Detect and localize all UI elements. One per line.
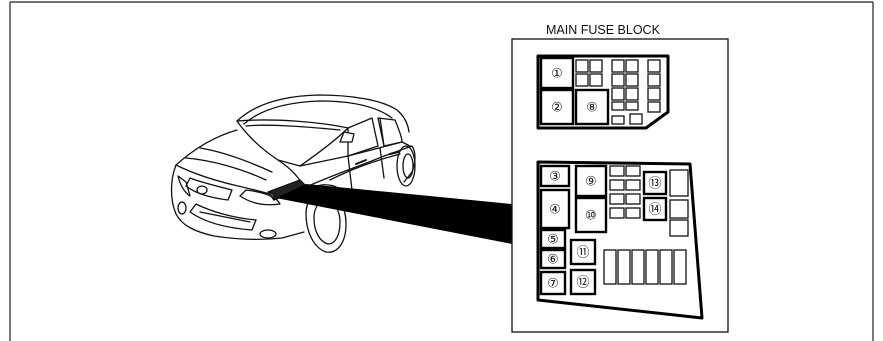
lower-small-fuses xyxy=(603,165,689,285)
fuse-14-box xyxy=(642,196,668,222)
fuse-block-outline xyxy=(536,54,704,320)
car-rear-wheel xyxy=(396,145,416,187)
fuse-9-box xyxy=(574,164,608,198)
fuse-4-label: ④ xyxy=(549,203,561,218)
fuse-3-box xyxy=(539,164,571,188)
fuse-12-box xyxy=(569,268,597,296)
car-headlight-right xyxy=(239,189,281,206)
fuse-10: ⑩ xyxy=(574,196,608,234)
fuse-12-label: ⑫ xyxy=(576,276,589,291)
fuse-7-label: ⑦ xyxy=(547,277,559,292)
fuse-4-box xyxy=(539,188,571,230)
car-front-bumper xyxy=(170,164,305,240)
fuse-7: ⑦ xyxy=(539,270,567,296)
fuse-13-box xyxy=(642,170,668,196)
fuse-9: ⑨ xyxy=(574,164,608,198)
fuse-11-box xyxy=(569,238,597,266)
fuse-8: ⑧ xyxy=(574,88,610,126)
car-grille xyxy=(185,177,233,201)
fuse-10-box xyxy=(574,196,608,234)
car-roof xyxy=(236,94,410,133)
upper-small-fuses xyxy=(575,59,661,125)
fuse-14: ⑭ xyxy=(642,196,668,222)
fuse-14-label: ⑭ xyxy=(648,203,661,218)
car-headlight-left xyxy=(177,175,191,197)
diagram-title: MAIN FUSE BLOCK xyxy=(546,23,661,37)
fuse-13-label: ⑬ xyxy=(648,177,661,192)
fuse-2: ② xyxy=(539,88,575,126)
car-side-window xyxy=(347,117,379,157)
car-windshield xyxy=(236,119,349,167)
fuse-11-label: ⑪ xyxy=(576,246,589,261)
fuse-1: ① xyxy=(539,56,575,90)
outer-frame xyxy=(9,1,874,341)
car-logo xyxy=(196,185,208,195)
fuse-9-label: ⑨ xyxy=(585,175,597,190)
fuse-12: ⑫ xyxy=(569,268,597,296)
fuse-8-label: ⑧ xyxy=(586,101,598,116)
fuse-2-box xyxy=(539,88,575,126)
fuse-6-box xyxy=(539,248,567,270)
fuse-11: ⑪ xyxy=(569,238,597,266)
fuse-5: ⑤ xyxy=(539,228,567,250)
fuse-2-label: ② xyxy=(551,101,563,116)
fuse-10-label: ⑩ xyxy=(585,209,597,224)
fuse-6-label: ⑥ xyxy=(547,253,559,268)
projection-beam xyxy=(276,184,512,244)
fuse-1-box xyxy=(539,56,575,90)
fuse-7-box xyxy=(539,270,567,296)
numbered-fuses: ① ② ③ ④ ⑤ ⑥ ⑦ ⑧ ⑨ ⑩ ⑪ ⑫ ⑬ ⑭ xyxy=(539,56,668,296)
fuse-5-label: ⑤ xyxy=(547,233,559,248)
fuse-3-label: ③ xyxy=(549,170,561,185)
fuse-8-box xyxy=(574,88,610,126)
fuse-1-label: ① xyxy=(551,67,563,82)
fuse-4: ④ xyxy=(539,188,571,230)
car-illustration xyxy=(170,94,416,253)
fuse-5-box xyxy=(539,228,567,250)
fuse-3: ③ xyxy=(539,164,571,188)
fuse-6: ⑥ xyxy=(539,248,567,270)
car-mirror xyxy=(339,131,355,143)
fuse-13: ⑬ xyxy=(642,170,668,196)
